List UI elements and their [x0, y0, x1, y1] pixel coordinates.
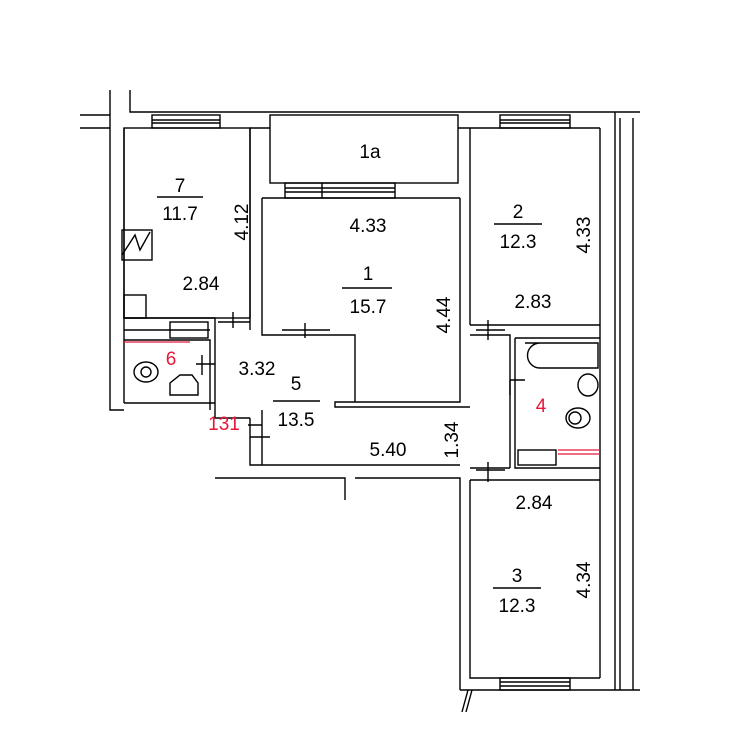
- room-2-number: 2: [513, 202, 524, 223]
- bathroom-sink-icon: [577, 373, 599, 397]
- room-1-dim-width: 4.33: [350, 216, 387, 237]
- room-7-number: 7: [175, 176, 186, 197]
- walls: [80, 90, 640, 713]
- room-7-area: 11.7: [162, 204, 198, 225]
- toilet-icon: [140, 366, 152, 378]
- room-5-area: 13.5: [278, 410, 315, 431]
- room-3-dim-width: 2.84: [516, 493, 553, 514]
- apartment-number: 131: [208, 414, 240, 435]
- room-1-dim-length: 4.44: [434, 296, 455, 333]
- room-6-number: 6: [166, 349, 177, 370]
- room-3-dim-length: 4.34: [574, 561, 595, 598]
- room-7-dim-length: 4.12: [232, 204, 253, 241]
- room-7-dim-width: 2.84: [183, 274, 220, 295]
- balcony-label: 1a: [359, 142, 381, 163]
- sink-icon: [123, 294, 147, 319]
- room-4-number: 4: [536, 396, 547, 417]
- pipe-marks: [124, 341, 600, 455]
- room-labels: 7 11.7 4.12 2.84 1a 4.33 1 15.7 4.44 2 1…: [157, 142, 595, 617]
- bench-icon: [169, 321, 209, 339]
- room-5-dim-a: 3.32: [239, 359, 276, 380]
- room-1-number: 1: [363, 264, 374, 285]
- room-2-area: 12.3: [500, 232, 537, 253]
- room-5-dim-c: 1.34: [442, 421, 463, 458]
- room-3-number: 3: [512, 566, 523, 587]
- bathroom-toilet-icon: [568, 411, 582, 425]
- room-2-dim-length: 4.33: [574, 217, 595, 254]
- room-1-area: 15.7: [350, 297, 387, 318]
- room-5-dim-b: 5.40: [370, 440, 407, 461]
- washbasin-icon: [169, 374, 199, 396]
- entry-mark: [461, 689, 473, 713]
- room-2-dim-width: 2.83: [515, 292, 552, 313]
- stove-icon: [121, 229, 153, 261]
- room-5-number: 5: [291, 374, 302, 395]
- washer-icon: [517, 449, 557, 466]
- room-3-area: 12.3: [499, 596, 536, 617]
- bathtub-icon: [525, 342, 599, 369]
